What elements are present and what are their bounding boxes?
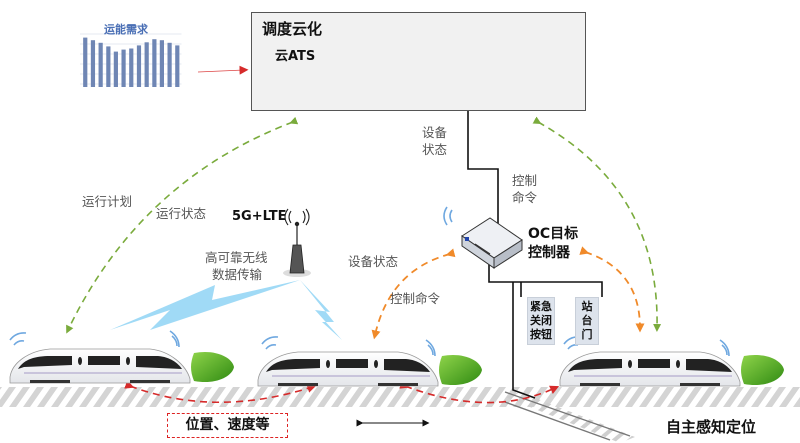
control-command-mid-label: 控制命令: [390, 291, 441, 306]
oc-to-platform-door-wire: [488, 262, 603, 297]
demand-to-cloud-arrow: [197, 65, 249, 75]
demand-bar: [98, 42, 103, 87]
train-icon: [257, 351, 482, 387]
track-main-right: [555, 387, 800, 407]
wireless-desc-line2: 数据传输: [212, 267, 263, 282]
wireless-desc-line1: 高可靠无线: [205, 250, 268, 265]
cloud-ats-label: 云ATS: [275, 49, 316, 64]
run-plan-label: 运行计划: [82, 194, 133, 209]
dispatch-cloud-box: [251, 12, 586, 111]
demand-bar: [106, 46, 111, 87]
control-command-top-label: 控制 命令: [512, 173, 538, 205]
device-status-top-label: 设备 状态: [422, 125, 448, 157]
demand-bar: [167, 42, 172, 87]
demand-bar: [129, 48, 134, 87]
antenna-icon: [283, 221, 311, 277]
device-control-arc-right: [579, 246, 645, 333]
demand-bar: [159, 40, 164, 87]
position-speed-label: 位置、速度等: [167, 413, 288, 438]
demand-bar: [152, 39, 157, 87]
cloud-to-oc-wire: [467, 111, 499, 226]
demand-bar: [83, 37, 88, 87]
run-status-label: 运行状态: [156, 206, 207, 221]
demand-chart-title: 运能需求: [104, 23, 148, 36]
emergency-row-1: 紧急: [530, 300, 552, 313]
signal-icon: [284, 208, 310, 226]
position-arc-right: [399, 380, 560, 404]
run-plan-arc: [66, 116, 299, 334]
train-icon: [9, 348, 234, 384]
emergency-row-3: 按钮: [530, 328, 552, 341]
track-main-left: [0, 387, 560, 407]
demand-bar-chart: [80, 33, 182, 87]
device-status-mid-label: 设备状态: [348, 254, 399, 269]
platform-door-box: 站 台 门: [575, 297, 599, 345]
oc-controller-device: [461, 217, 523, 269]
self-positioning-label: 自主感知定位: [666, 418, 757, 436]
wireless-tech-label: 5G+LTE: [232, 209, 287, 224]
lightning-left: [110, 280, 300, 330]
train-icon: [559, 351, 784, 387]
demand-bar: [136, 45, 142, 87]
right-green-arc: [532, 116, 662, 332]
position-arc-left: [124, 380, 317, 404]
platform-door-char-3: 门: [581, 328, 593, 341]
oc-label-line1: OC目标: [528, 226, 579, 242]
demand-bar: [90, 40, 96, 87]
emergency-stop-button-box: 紧急 关闭 按钮: [527, 297, 555, 345]
oc-label-line2: 控制器: [528, 245, 570, 261]
oc-controller-label: OC目标 控制器: [528, 225, 578, 263]
platform-door-char-1: 站: [581, 300, 593, 313]
demand-bar: [144, 42, 149, 87]
wireless-wave-icons: [9, 206, 730, 357]
demand-bar: [121, 49, 126, 87]
emergency-row-2: 关闭: [530, 314, 552, 327]
branch-track: [504, 391, 635, 443]
demand-chart-bars: [83, 37, 180, 87]
device-control-arc-mid: [371, 248, 456, 340]
demand-bar: [175, 45, 180, 87]
platform-door-char-2: 台: [581, 314, 593, 327]
demand-bar: [113, 51, 118, 87]
cloud-dispatch-title: 调度云化: [262, 20, 323, 38]
lightning-right: [300, 280, 342, 340]
